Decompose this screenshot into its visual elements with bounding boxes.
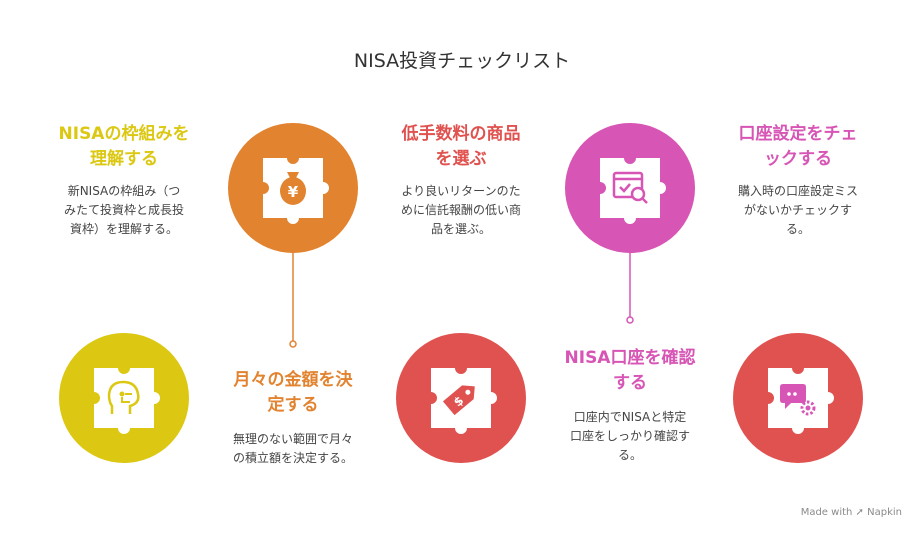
step-1-desc-line-1: 新NISAの枠組み（つ <box>67 184 181 198</box>
step-3-heading-line-2: を選ぶ <box>435 149 487 169</box>
step-circle-2 <box>59 333 189 463</box>
connector-1 <box>289 252 297 348</box>
step-2-heading-line-1: 月々の金額を決 <box>233 370 353 390</box>
step-3-desc-line-3: 品を選ぶ。 <box>430 222 491 236</box>
step-5-description: 購入時の口座設定ミス がないかチェックす る。 <box>718 182 878 239</box>
step-1-desc-line-2: みたて投資枠と成長投 <box>63 203 184 217</box>
step-4-heading: NISA口座を確認 する <box>545 346 715 396</box>
step-1-heading: NISAの枠組みを 理解する <box>39 122 209 172</box>
napkin-brand-label: Napkin <box>867 507 902 518</box>
step-2-desc-line-2: の積立額を決定する。 <box>232 451 353 465</box>
step-5-desc-line-3: る。 <box>785 222 810 236</box>
step-3-heading: 低手数料の商品 を選ぶ <box>376 122 546 172</box>
step-circle-3 <box>565 123 695 253</box>
step-5-heading-line-2: ックする <box>764 149 832 169</box>
step-2-desc-line-1: 無理のない範囲で月々 <box>232 432 353 446</box>
step-3-heading-line-1: 低手数料の商品 <box>401 124 521 144</box>
step-4-desc-line-3: る。 <box>617 448 642 462</box>
step-1-description: 新NISAの枠組み（つ みたて投資枠と成長投 資枠）を理解する。 <box>44 182 204 239</box>
step-1-heading-line-1: NISAの枠組みを <box>58 124 190 144</box>
step-3-desc-line-1: より良いリターンのた <box>401 184 521 198</box>
price-tag-icon: $ <box>442 385 475 416</box>
step-circle-1: ¥ <box>228 123 358 253</box>
step-4-description: 口座内でNISAと特定 口座をしっかり確認す る。 <box>550 408 710 465</box>
connector-2 <box>626 252 634 324</box>
step-2-heading-line-2: 定する <box>267 395 319 415</box>
napkin-logo-icon: ➚ <box>855 507 864 518</box>
made-with-label: Made with <box>800 507 853 518</box>
step-2-description: 無理のない範囲で月々 の積立額を決定する。 <box>213 430 373 468</box>
step-1-heading-line-2: 理解する <box>90 149 158 169</box>
step-2-heading: 月々の金額を決 定する <box>208 368 378 418</box>
step-3-description: より良いリターンのた めに信託報酬の低い商 品を選ぶ。 <box>381 182 541 239</box>
browser-search-icon <box>612 171 648 204</box>
step-5-heading: 口座設定をチェ ックする <box>713 122 883 172</box>
step-4-desc-line-1: 口座内でNISAと特定 <box>573 410 687 424</box>
step-5-desc-line-2: がないかチェックす <box>743 203 852 217</box>
step-3-desc-line-2: めに信託報酬の低い商 <box>400 203 521 217</box>
made-with-napkin-link[interactable]: Made with ➚ Napkin <box>801 507 902 518</box>
chat-gear-icon <box>780 384 816 416</box>
step-circle-4: $ <box>396 333 526 463</box>
step-4-heading-line-1: NISA口座を確認 <box>564 348 696 368</box>
step-4-desc-line-2: 口座をしっかり確認す <box>569 429 690 443</box>
money-bag-yen-icon: ¥ <box>280 172 306 205</box>
step-5-desc-line-1: 購入時の口座設定ミス <box>737 184 858 198</box>
svg-text:¥: ¥ <box>288 183 299 201</box>
step-5-heading-line-1: 口座設定をチェ <box>738 124 858 144</box>
step-1-desc-line-3: 資枠）を理解する。 <box>69 222 178 236</box>
head-circuit-icon <box>107 380 140 414</box>
step-4-heading-line-2: する <box>613 373 647 393</box>
page-title: NISA投資チェックリスト <box>353 50 571 72</box>
step-circle-5 <box>733 333 863 463</box>
